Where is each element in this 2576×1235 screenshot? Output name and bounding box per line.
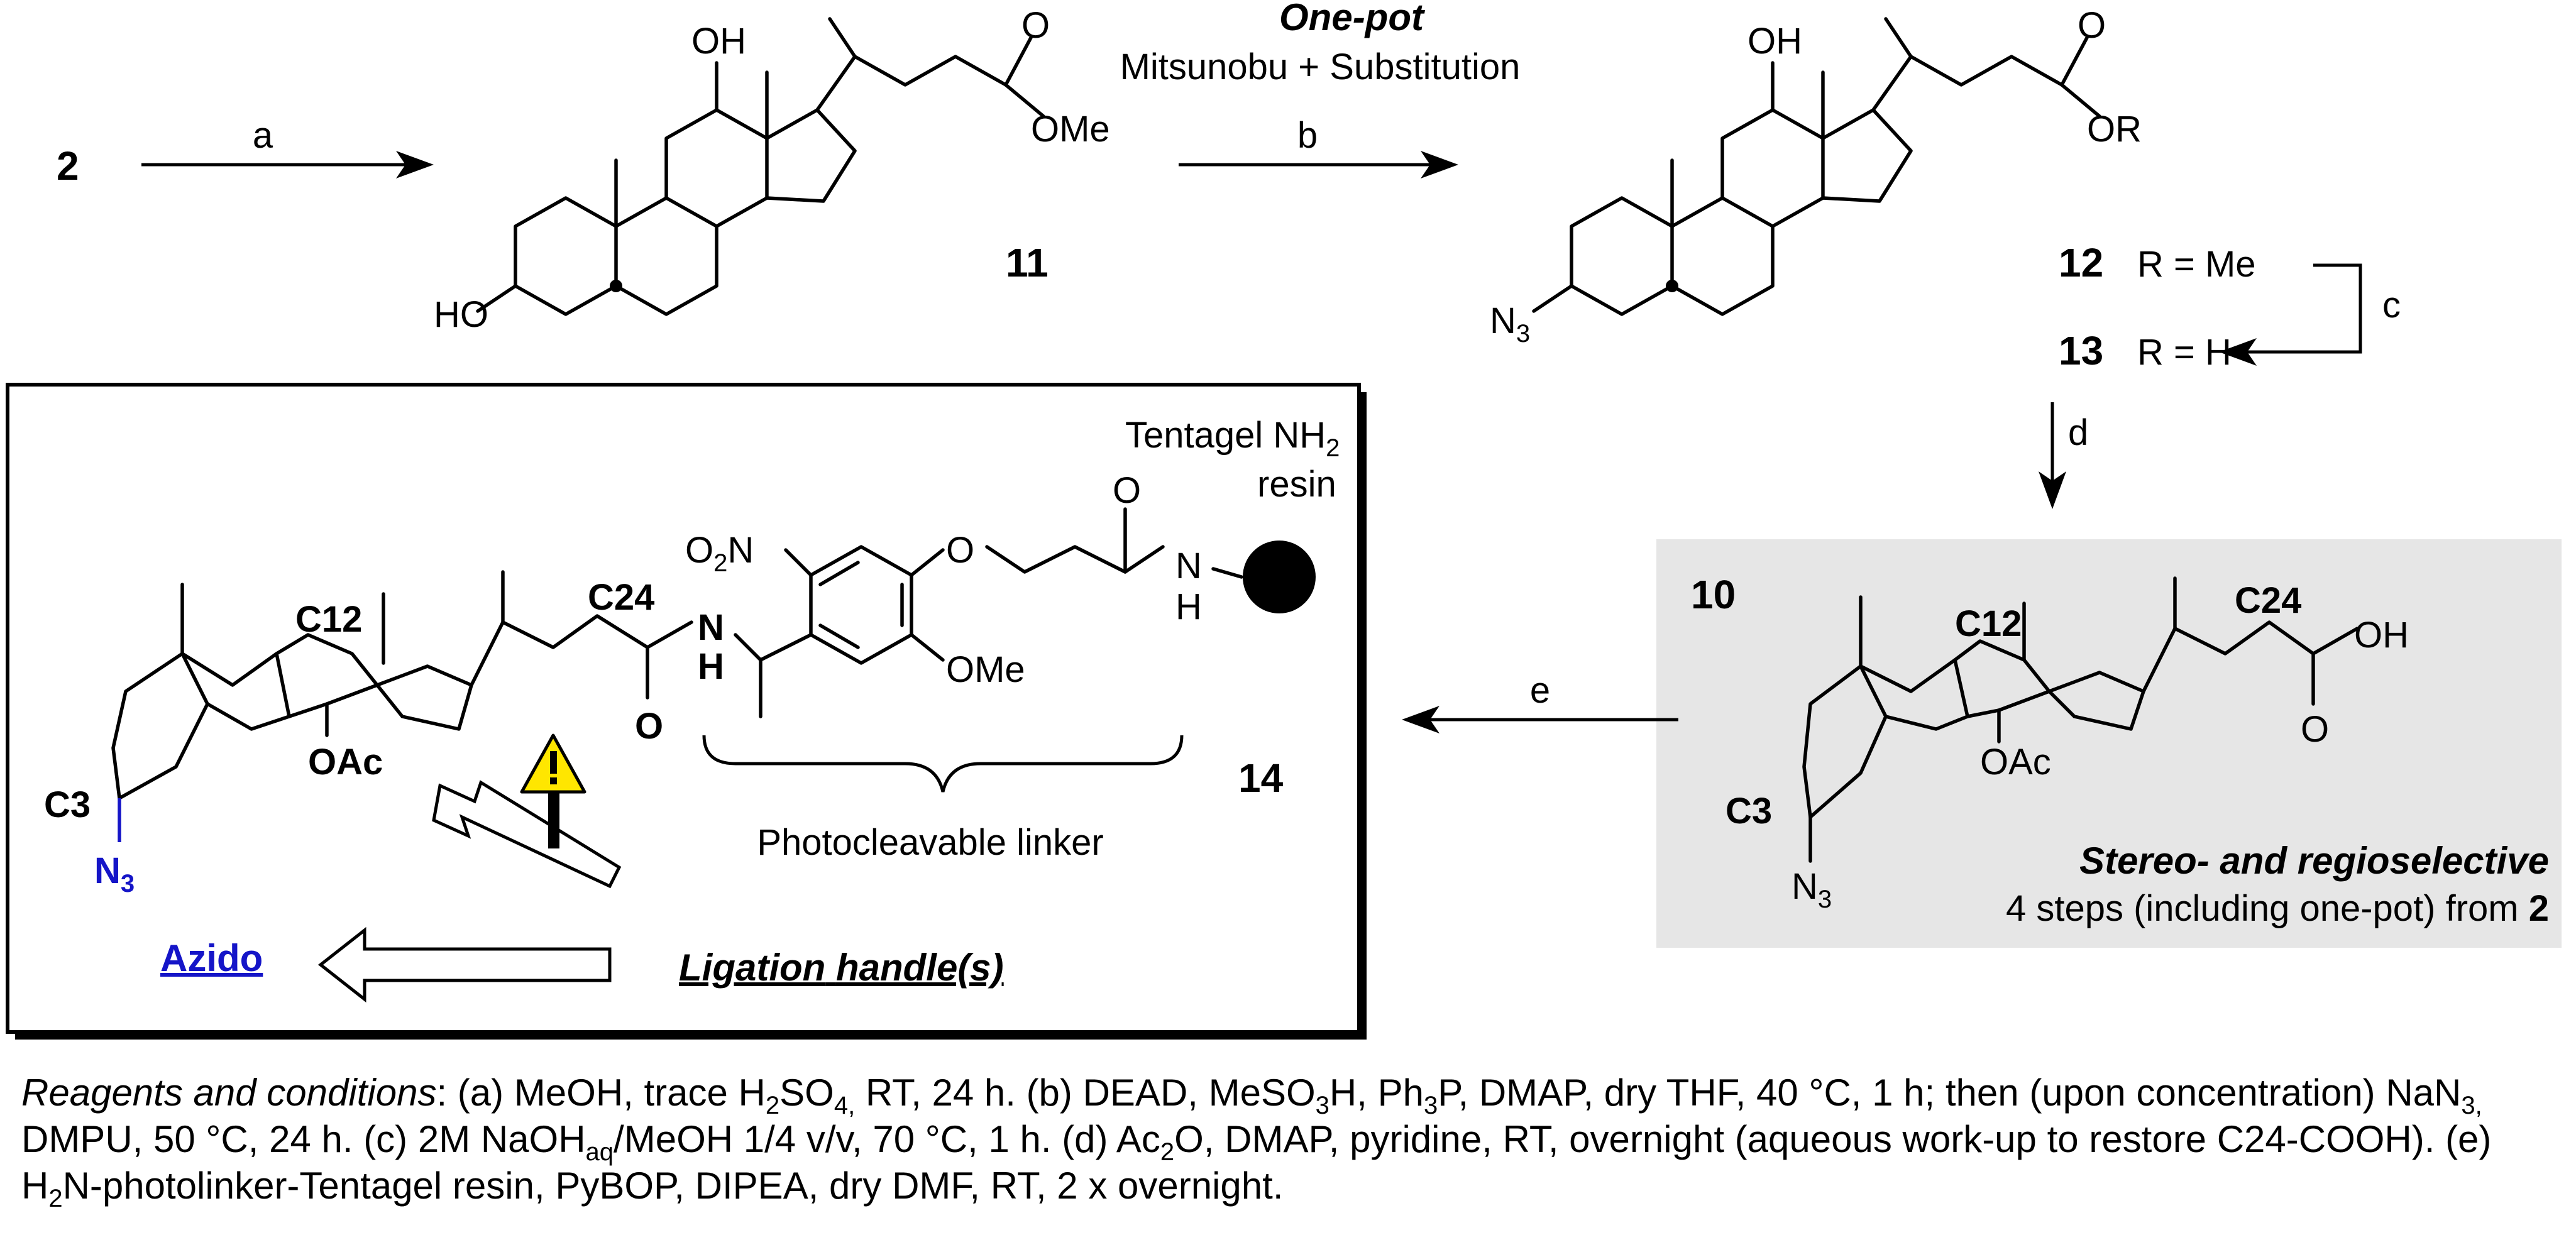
c11-ome: OMe — [1031, 109, 1110, 150]
step-d-label: d — [2068, 412, 2088, 453]
compound-2-label: 2 — [57, 143, 79, 189]
r-me-label: R = Me — [2137, 244, 2256, 285]
photocleavable-label: Photocleavable linker — [757, 822, 1103, 863]
arrow-step-d — [2039, 402, 2066, 509]
ligation-handles-label: Ligation handle(s) — [679, 947, 1004, 989]
c11-ho: HO — [434, 294, 488, 335]
c14-o-amide: O — [635, 706, 663, 747]
step-a-label: a — [253, 115, 273, 156]
tentagel-label: Tentagel NH2 — [1125, 415, 1340, 462]
onepot-detail: Mitsunobu + Substitution — [1120, 47, 1521, 87]
h5-dot-11 — [610, 280, 622, 292]
c14-resin-n: N — [1175, 546, 1202, 586]
arrow-step-c — [2219, 263, 2362, 366]
conditions-heading: Reagents and conditions — [21, 1072, 437, 1114]
c10-oh: OH — [2354, 615, 2409, 656]
c12-oh: OH — [1748, 21, 1802, 62]
c11-o: O — [1021, 5, 1050, 46]
c14-no2: O2N — [685, 530, 754, 577]
cond-c2: /MeOH 1/4 v/v, 70 °C, 1 h. (d) Ac — [614, 1118, 1160, 1160]
c14-carbonyl-o: O — [1113, 470, 1141, 511]
cond-b2: H, Ph — [1329, 1072, 1424, 1114]
c12-or: OR — [2087, 109, 2142, 150]
cond-b4: DMPU, 50 °C, 24 h. (c) 2M NaOH — [21, 1118, 586, 1160]
cond-b-sub2: 3 — [1423, 1092, 1438, 1119]
linker-brace — [702, 735, 1184, 793]
step-e-label: e — [1530, 670, 1550, 711]
cond-b3: P, DMAP, dry THF, 40 °C, 1 h; then (upon… — [1438, 1072, 2462, 1114]
compound-10-structure — [1802, 576, 2359, 863]
step-c-label: c — [2382, 285, 2401, 326]
arrow-step-e — [1402, 706, 1678, 733]
c14-c3: C3 — [44, 784, 91, 825]
compound-11-label: 11 — [1006, 240, 1049, 285]
compound-14-box — [6, 383, 1361, 1034]
compound-10-label: 10 — [1691, 572, 1736, 617]
r-h-label: R = H — [2137, 332, 2232, 373]
cond-d2: O, DMAP, pyridine, RT, overnight (aqueou… — [21, 1118, 2492, 1207]
c14-ether-o: O — [946, 530, 974, 571]
compound-14-structure — [111, 507, 1243, 800]
cond-d-sub: 2 — [1160, 1138, 1175, 1166]
c12-o: O — [2078, 5, 2106, 46]
resin-label: resin — [1257, 464, 1336, 505]
c10-o: O — [2301, 709, 2329, 750]
onepot-label: One-pot — [1279, 0, 1426, 38]
c14-resin-h: H — [1175, 586, 1202, 627]
arrow-step-a — [141, 151, 434, 178]
c10-n3: N3 — [1792, 866, 1832, 913]
compound-12-label: 12 — [2059, 240, 2103, 285]
cond-e-sub: 2 — [48, 1185, 63, 1212]
reaction-scheme: 2 a OH O OMe HO 11 One-pot Mitsunobu + S… — [6, 0, 2562, 1040]
cond-a3: RT, 24 h. (b) DEAD, MeSO — [855, 1072, 1316, 1114]
compound-13-label: 13 — [2059, 328, 2103, 373]
c14-ome: OMe — [946, 649, 1025, 690]
cond-e2: N-photolinker-Tentagel resin, PyBOP, DIP… — [62, 1165, 1284, 1207]
step-b-label: b — [1297, 115, 1318, 156]
arrow-step-b — [1179, 151, 1458, 178]
cond-a-sub: 2 — [765, 1092, 780, 1119]
c10-c24: C24 — [2235, 580, 2301, 621]
c14-n3: N3 — [94, 850, 135, 897]
cond-a2: SO — [779, 1072, 834, 1114]
cond-a-sub2: 4, — [834, 1092, 856, 1119]
c10-c3: C3 — [1726, 791, 1772, 832]
warning-icon — [520, 733, 586, 848]
cond-b-sub: 3 — [1315, 1092, 1329, 1119]
azido-label: Azido — [160, 937, 263, 979]
ligation-arrow-diagonal — [432, 780, 622, 889]
c14-c24: C24 — [588, 577, 654, 618]
c12-n3: N3 — [1490, 300, 1530, 348]
cond-a: : (a) MeOH, trace H — [436, 1072, 766, 1114]
c10-oac: OAc — [1980, 742, 2051, 782]
compound-14-label: 14 — [1238, 755, 1284, 801]
c14-nh-n: N — [698, 607, 724, 648]
compound-12-structure — [1532, 17, 2101, 316]
cond-c-sub: aq — [585, 1138, 614, 1166]
reagents-conditions: Reagents and conditions: (a) MeOH, trace… — [21, 1070, 2561, 1212]
c10-c12: C12 — [1955, 603, 2022, 644]
c11-oh: OH — [691, 21, 746, 62]
h5-dot-12 — [1666, 280, 1678, 292]
c14-oac: OAc — [308, 742, 383, 782]
compound-11-structure — [476, 17, 1045, 316]
resin-bead — [1243, 541, 1316, 613]
c14-nh-h: H — [698, 646, 724, 687]
steps-note: 4 steps (including one-pot) from 2 — [2006, 888, 2549, 929]
c14-c12: C12 — [295, 599, 362, 640]
cond-b-sub3: 3, — [2461, 1092, 2482, 1119]
stereo-regio-label: Stereo- and regioselective — [2079, 840, 2549, 882]
azido-arrow — [317, 926, 612, 1003]
